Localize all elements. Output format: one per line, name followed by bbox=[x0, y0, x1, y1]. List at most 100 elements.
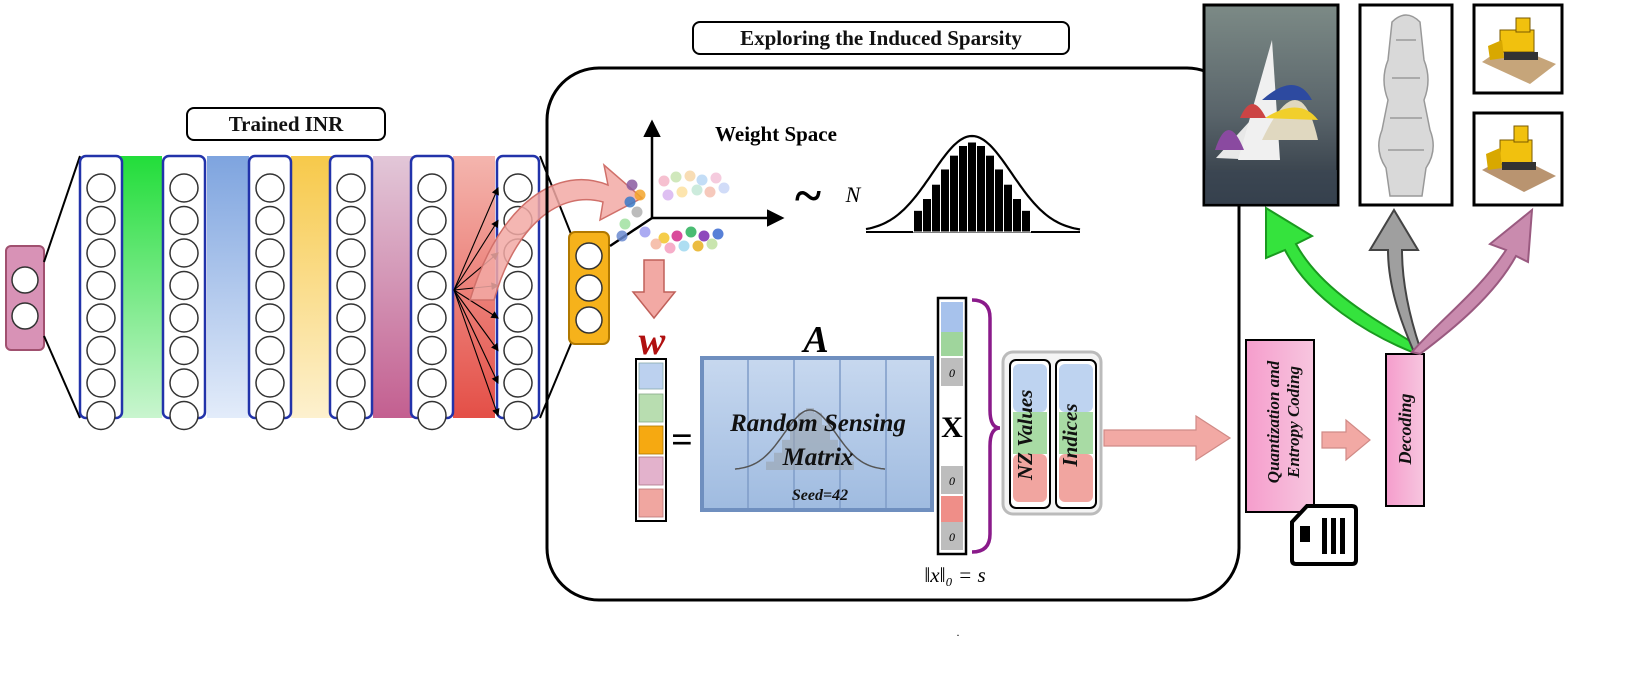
arrow-to-shape bbox=[1368, 208, 1422, 354]
neuron-column bbox=[409, 154, 455, 431]
neuron bbox=[503, 173, 533, 203]
bulldozer-thumbnail-2 bbox=[1472, 111, 1564, 207]
matrix-histogram-bar bbox=[846, 461, 854, 470]
weight-space-axes bbox=[609, 119, 785, 248]
neuron bbox=[503, 368, 533, 398]
matrix-histogram-bar bbox=[790, 424, 798, 470]
sparse-storage bbox=[1001, 350, 1103, 516]
neuron bbox=[169, 400, 199, 431]
neuron-column bbox=[78, 154, 124, 431]
weight-dot bbox=[718, 182, 730, 194]
weight-dot bbox=[696, 174, 708, 186]
weight-dot bbox=[658, 175, 670, 187]
fanout-edge bbox=[453, 289, 499, 384]
x-symbol: X bbox=[941, 411, 963, 444]
neuron bbox=[417, 173, 447, 203]
weight-space-title: Weight Space bbox=[715, 122, 837, 146]
fanout-edge bbox=[453, 186, 499, 291]
fanout-edge bbox=[453, 289, 499, 352]
quantization-label-line1: Quantization and bbox=[1264, 360, 1283, 484]
weight-dot bbox=[664, 242, 676, 254]
neuron bbox=[336, 205, 366, 236]
neuron bbox=[417, 238, 447, 268]
decoding-box bbox=[1385, 353, 1425, 507]
layer-band-yellow bbox=[291, 156, 333, 418]
memory-card-icon bbox=[1290, 504, 1358, 566]
weight-dot bbox=[691, 184, 703, 196]
nz-values-label: NZ Values bbox=[1013, 389, 1037, 480]
gaussian-histogram bbox=[865, 134, 1081, 233]
sensing-matrix bbox=[700, 356, 934, 512]
quantization-label-line2: Entropy Coding bbox=[1284, 366, 1303, 478]
weight-dot bbox=[626, 179, 638, 191]
matrix-histogram-bar bbox=[774, 452, 782, 470]
layer-band-blue bbox=[207, 156, 249, 418]
neuron bbox=[255, 368, 285, 398]
seed-label: Seed=42 bbox=[792, 487, 848, 504]
weight-dot bbox=[624, 196, 636, 208]
neuron bbox=[503, 303, 533, 333]
weight-dot bbox=[684, 170, 696, 182]
histogram-bar bbox=[913, 209, 923, 233]
arrow-to-radiance-field bbox=[1410, 207, 1534, 356]
neuron bbox=[503, 335, 533, 366]
neuron bbox=[86, 303, 116, 333]
w-symbol: w bbox=[639, 318, 666, 363]
x-zero-2: 0 bbox=[949, 474, 955, 488]
neuron bbox=[336, 335, 366, 366]
norm-constraint: ‖x‖₀ = s bbox=[924, 563, 985, 587]
gaussian-curve bbox=[865, 134, 1081, 231]
equals-sign: = bbox=[671, 419, 693, 461]
matrix-histogram-bar bbox=[766, 461, 774, 470]
neuron bbox=[255, 270, 285, 301]
distribution-letter: N bbox=[845, 182, 862, 207]
neuron bbox=[169, 238, 199, 268]
matrix-histogram-bar bbox=[830, 439, 838, 470]
neuron bbox=[86, 368, 116, 398]
weight-dot bbox=[678, 240, 690, 252]
transfer-arrow bbox=[468, 162, 644, 301]
neuron bbox=[169, 303, 199, 333]
neuron bbox=[255, 173, 285, 203]
decoding-label: Decoding bbox=[1395, 393, 1415, 465]
weight-dot bbox=[650, 238, 662, 250]
output-layer bbox=[568, 231, 610, 345]
neuron bbox=[336, 400, 366, 431]
weight-dot bbox=[710, 172, 722, 184]
histogram-bar bbox=[1021, 209, 1031, 233]
neuron-column bbox=[247, 154, 293, 431]
trained-inr-title-text: Trained INR bbox=[228, 111, 344, 136]
histogram-bar bbox=[967, 141, 977, 233]
w-vector bbox=[635, 358, 667, 522]
inr-network bbox=[78, 154, 541, 431]
matrix-label-line1: Random Sensing bbox=[729, 410, 906, 437]
matrix-label-line2: Matrix bbox=[782, 444, 854, 471]
matrix-histogram-bar bbox=[838, 452, 846, 470]
weight-dot bbox=[616, 230, 628, 242]
matrix-histogram-bar bbox=[798, 412, 806, 470]
neuron bbox=[255, 238, 285, 268]
fanout-edge bbox=[453, 289, 500, 417]
neuron-column bbox=[161, 154, 207, 431]
neuron bbox=[255, 335, 285, 366]
histogram-bar bbox=[922, 198, 932, 233]
histogram-bar bbox=[940, 168, 950, 233]
matrix-symbol: A bbox=[801, 319, 828, 361]
histogram-bar bbox=[1012, 198, 1022, 233]
input-layer bbox=[5, 245, 45, 351]
fanout-edge bbox=[453, 219, 499, 291]
neuron bbox=[169, 173, 199, 203]
neuron bbox=[417, 368, 447, 398]
weight-dot bbox=[692, 240, 704, 252]
weight-dot bbox=[671, 230, 683, 242]
weight-dot bbox=[634, 189, 646, 201]
neuron bbox=[417, 205, 447, 236]
neuron bbox=[86, 238, 116, 268]
neuron bbox=[169, 368, 199, 398]
weight-dot bbox=[712, 228, 724, 240]
trained-inr-title: Trained INR bbox=[186, 107, 386, 141]
arrow-to-image bbox=[1265, 206, 1420, 354]
indices-label: Indices bbox=[1058, 403, 1082, 467]
neuron bbox=[86, 173, 116, 203]
weight-dot bbox=[619, 218, 631, 230]
